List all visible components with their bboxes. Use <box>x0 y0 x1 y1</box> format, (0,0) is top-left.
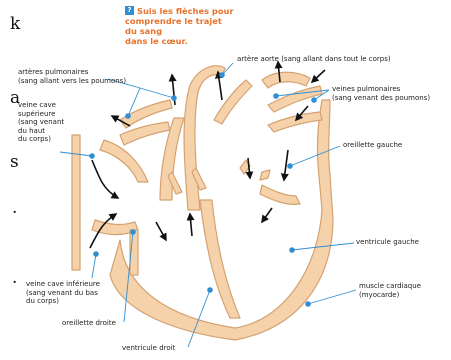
pointer-dot <box>305 301 311 307</box>
label-line: du corps) <box>18 135 51 143</box>
label-aorta: artère aorte (sang allant dans tout le c… <box>237 55 391 64</box>
flow-arrow <box>248 158 250 178</box>
label-line: du haut <box>18 127 45 135</box>
label-pulmonary-arteries: artères pulmonaires (sang allant vers le… <box>18 68 126 85</box>
label-line: muscle cardiaque <box>359 282 421 290</box>
label-line: veine cave <box>18 101 56 109</box>
flow-arrow <box>312 70 325 82</box>
label-myocardium: muscle cardiaque (myocarde) <box>359 282 421 299</box>
label-line: (sang venant du bas <box>26 289 98 297</box>
pointer-dot <box>289 247 295 253</box>
pointer-dot <box>93 251 99 257</box>
label-left-atrium: oreillette gauche <box>343 141 402 150</box>
valve-flap <box>260 170 270 180</box>
pointer-line <box>308 290 356 304</box>
vena-cava-wall <box>72 135 80 270</box>
flow-arrow <box>190 214 192 236</box>
label-line: (myocarde) <box>359 291 399 299</box>
label-line: veine cave inférieure <box>26 280 100 288</box>
flow-arrow <box>156 222 166 240</box>
label-line: (sang venant des poumons) <box>332 94 430 102</box>
label-line: artères pulmonaires <box>18 68 88 76</box>
pointer-dot <box>219 72 225 78</box>
label-right-atrium: oreillette droite <box>62 319 116 328</box>
pulmonary-vein-lower <box>268 112 322 132</box>
label-inferior-vena-cava: veine cave inférieure (sang venant du ba… <box>26 280 100 306</box>
flow-arrow <box>92 160 118 198</box>
pointer-dot <box>125 113 131 119</box>
pointer-line <box>290 146 340 166</box>
flow-arrow <box>262 208 272 222</box>
label-pulmonary-veins: veines pulmonaires (sang venant des poum… <box>332 85 430 102</box>
pointer-line <box>92 254 96 278</box>
label-line: du corps) <box>26 297 59 305</box>
label-superior-vena-cava: veine cave supérieure (sang venant du ha… <box>18 101 64 144</box>
label-left-ventricle: ventricule gauche <box>356 238 419 247</box>
label-right-ventricle: ventricule droit <box>122 344 175 353</box>
label-line: veines pulmonaires <box>332 85 400 93</box>
pointer-dot <box>273 93 279 99</box>
pointer-dot <box>89 153 95 159</box>
left-atrium-top <box>262 72 310 88</box>
left-ventricle-inner <box>260 185 300 204</box>
pointer-dot <box>287 163 293 169</box>
label-line: supérieure <box>18 110 55 118</box>
right-atrium-wall <box>100 140 148 182</box>
label-line: (sang allant vers les poumons) <box>18 77 126 85</box>
pointer-dot <box>311 97 317 103</box>
label-line: (sang venant <box>18 118 64 126</box>
pointer-dot <box>130 229 136 235</box>
pointer-dot <box>171 95 177 101</box>
pointer-dot <box>207 287 213 293</box>
